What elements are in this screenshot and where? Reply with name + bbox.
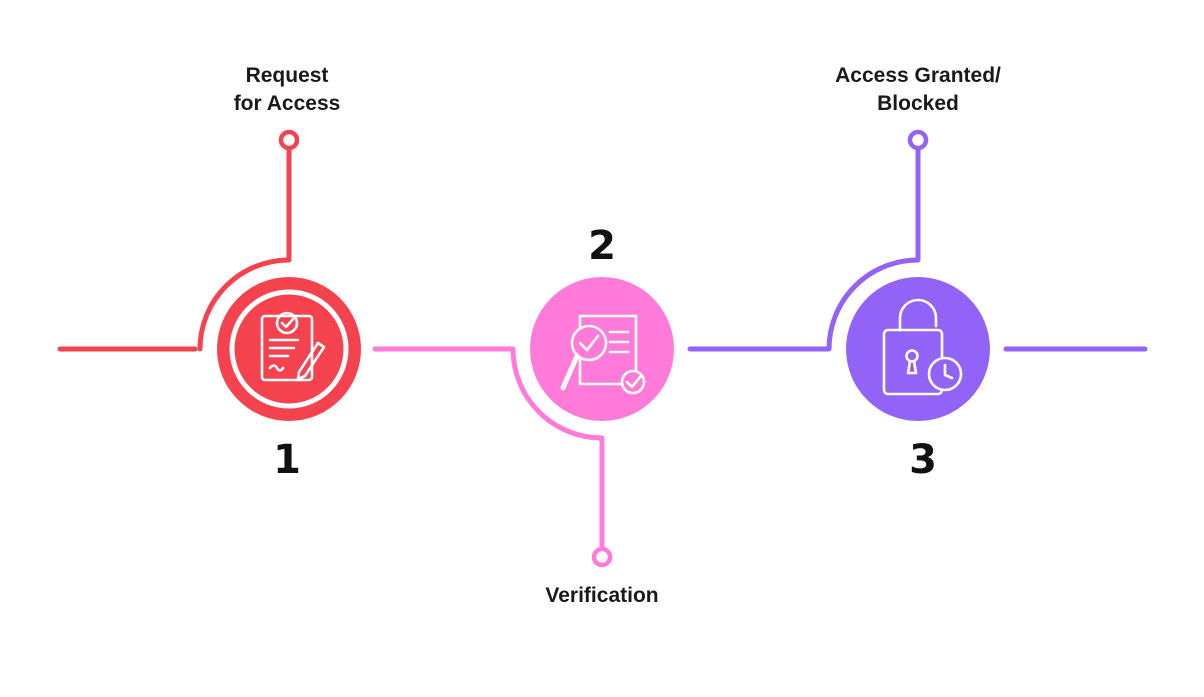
step-1-circle: [217, 277, 361, 421]
step-1-number: 1: [273, 437, 301, 483]
step-2-number: 2: [588, 223, 616, 269]
clipboard-check-pen-icon: [260, 311, 326, 382]
step-2-connectors: [372, 346, 605, 553]
step-3-endpoint-dot: [907, 129, 929, 151]
document-magnifier-check-icon: [560, 314, 646, 395]
step-1-connectors: [57, 144, 292, 352]
step-2-label: Verification: [545, 584, 659, 607]
step-2-endpoint-dot: [591, 546, 613, 568]
step-3-number: 3: [909, 437, 937, 483]
step-3-label: Access Granted/ Blocked: [835, 64, 1001, 115]
step-2-arc-connector: [510, 346, 605, 553]
padlock-clock-icon: [882, 298, 963, 396]
step-3-connectors: [687, 144, 1148, 352]
step-1-arc-connector: [197, 144, 292, 352]
step-1-endpoint-dot: [278, 129, 300, 151]
step-3-circle: [846, 277, 990, 421]
step-1-label: Request for Access: [233, 64, 341, 115]
step-2-circle: [530, 277, 674, 421]
step-3-arc-connector: [826, 144, 921, 352]
